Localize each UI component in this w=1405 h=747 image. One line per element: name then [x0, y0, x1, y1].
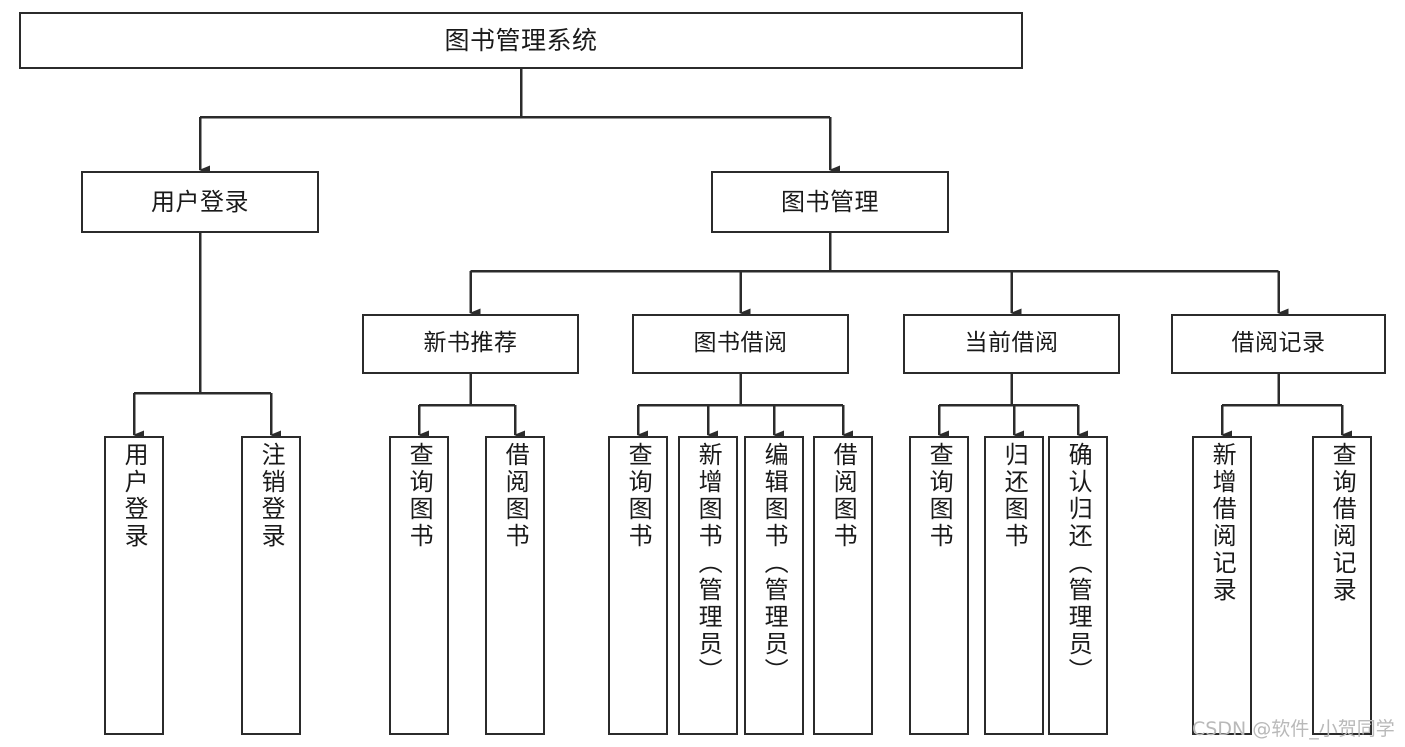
node-login[interactable]: 用户登录 [81, 171, 319, 233]
node-label: 图书管理系统 [444, 25, 598, 55]
node-label: 新书推荐 [423, 330, 518, 357]
node-records[interactable]: 借阅记录 [1171, 314, 1386, 374]
node-label: 查询图书 [405, 442, 434, 550]
node-leaf-new-2[interactable]: 借阅图书 [485, 436, 545, 735]
node-label: 借阅记录 [1231, 330, 1326, 357]
node-label: 用户登录 [151, 187, 249, 216]
node-label: 查询借阅记录 [1328, 442, 1357, 604]
node-newbook[interactable]: 新书推荐 [362, 314, 579, 374]
node-leaf-new-1[interactable]: 查询图书 [389, 436, 449, 735]
node-label: 编辑图书（管理员） [760, 442, 789, 685]
node-current[interactable]: 当前借阅 [903, 314, 1120, 374]
node-leaf-cur-1[interactable]: 查询图书 [909, 436, 969, 735]
node-root[interactable]: 图书管理系统 [19, 12, 1023, 69]
connector-group [132, 69, 1352, 440]
node-label: 查询图书 [624, 442, 653, 550]
node-label: 归还图书 [1000, 442, 1029, 550]
node-leaf-login-1[interactable]: 用户登录 [104, 436, 164, 735]
node-label: 图书管理 [781, 187, 879, 216]
node-leaf-rec-1[interactable]: 新增借阅记录 [1192, 436, 1252, 735]
node-label: 图书借阅 [693, 330, 788, 357]
node-leaf-bor-3[interactable]: 编辑图书（管理员） [744, 436, 804, 735]
node-label: 新增图书（管理员） [694, 442, 723, 685]
node-label: 用户登录 [120, 442, 149, 550]
node-label: 借阅图书 [829, 442, 858, 550]
node-leaf-rec-2[interactable]: 查询借阅记录 [1312, 436, 1372, 735]
node-leaf-bor-4[interactable]: 借阅图书 [813, 436, 873, 735]
node-label: 新增借阅记录 [1208, 442, 1237, 604]
node-leaf-cur-3[interactable]: 确认归还（管理员） [1048, 436, 1108, 735]
node-label: 借阅图书 [501, 442, 530, 550]
node-borrow[interactable]: 图书借阅 [632, 314, 849, 374]
node-bookmgmt[interactable]: 图书管理 [711, 171, 949, 233]
node-leaf-bor-2[interactable]: 新增图书（管理员） [678, 436, 738, 735]
node-label: 确认归还（管理员） [1064, 442, 1093, 685]
node-label: 当前借阅 [964, 330, 1059, 357]
node-label: 注销登录 [257, 442, 286, 550]
node-leaf-bor-1[interactable]: 查询图书 [608, 436, 668, 735]
node-label: 查询图书 [925, 442, 954, 550]
node-leaf-cur-2[interactable]: 归还图书 [984, 436, 1044, 735]
node-leaf-login-2[interactable]: 注销登录 [241, 436, 301, 735]
